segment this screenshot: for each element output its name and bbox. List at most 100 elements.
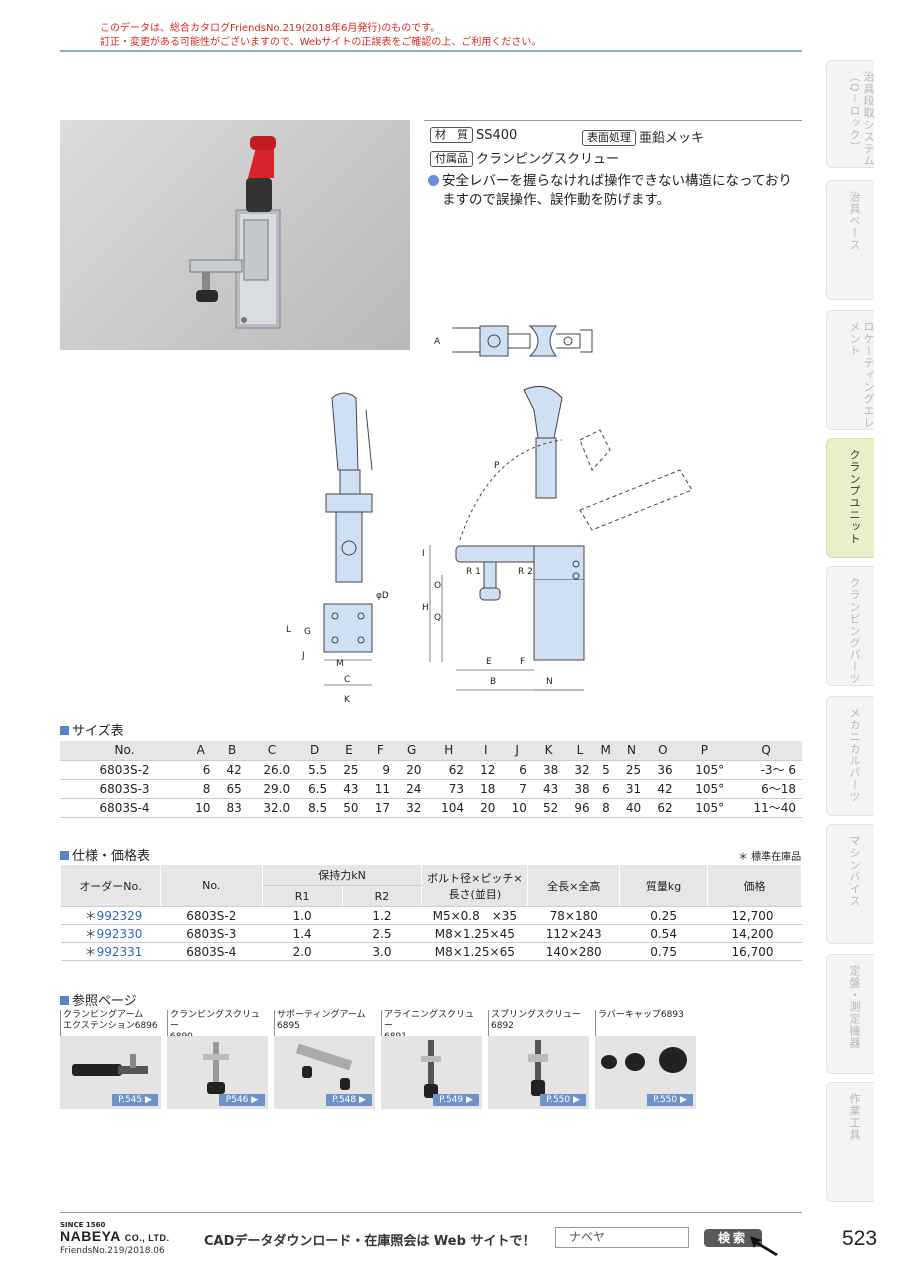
footer-rule (60, 1212, 802, 1213)
tab-work-tools[interactable]: 作業工具 (826, 1082, 874, 1202)
order-no-link[interactable]: ＊992331 (60, 942, 161, 961)
cell: 105° (678, 779, 731, 799)
tab-clamp-unit[interactable]: クランプユニット (826, 438, 874, 558)
cell-r2: 3.0 (342, 942, 422, 961)
spec-rule (424, 120, 802, 121)
square-icon (60, 996, 69, 1005)
search-button[interactable]: 検索 (704, 1229, 762, 1247)
tab-jig-setup[interactable]: 治具段取システム（Q－ロック） (826, 60, 875, 168)
cell: 6 (185, 760, 217, 780)
cell-weight: 0.25 (619, 906, 708, 925)
ref-card-aligning-screw[interactable]: アライニングスクリュー6891 P.549 ▶ (381, 1010, 482, 1109)
header-H: H (427, 741, 471, 761)
header-weight: 質量kg (619, 864, 709, 907)
header-O: O (647, 741, 679, 761)
cell: 7 (501, 779, 533, 799)
ref-label: アライニングスクリュー6891 (381, 1010, 482, 1042)
ref-label: ラバーキャップ6893 (595, 1010, 696, 1036)
tab-label: クランプユニット (848, 449, 861, 545)
cell: 18 (470, 779, 502, 799)
header-C: C (247, 741, 297, 761)
label-R1: R 1 (466, 567, 481, 577)
cell: 36 (647, 760, 679, 780)
cell-size: 112×243 (527, 924, 620, 943)
cell-no: 6803S-2 (60, 760, 185, 780)
page-link[interactable]: P546 ▶ (219, 1094, 265, 1106)
feature-line-2: ますので誤操作、誤作動を防げます。 (442, 192, 671, 208)
cell: 32 (395, 798, 428, 818)
price-table: オーダーNo. No. 保持力kN ボルト径×ピッチ×長さ(並目) 全長×全高 … (60, 864, 802, 961)
tab-label: マシンバイス (848, 835, 861, 907)
cell: 9 (364, 760, 396, 780)
size-table-title: サイズ表 (72, 724, 124, 739)
order-no: 992329 (96, 909, 143, 923)
cell: 11〜40 (730, 798, 802, 818)
tab-clamping-parts[interactable]: クランピングパーツ (826, 566, 874, 686)
cell: 17 (364, 798, 396, 818)
page-link[interactable]: P.550 ▶ (540, 1094, 586, 1106)
accessory-spec: 付属品クランピングスクリュー (430, 148, 619, 167)
page-link[interactable]: P.548 ▶ (326, 1094, 372, 1106)
header-order-no: オーダーNo. (60, 864, 161, 907)
tab-label: 治具段取システム（Q－ロック） (848, 71, 875, 167)
ref-card-rubber-cap[interactable]: ラバーキャップ6893 P.550 ▶ (595, 1010, 696, 1109)
tab-machine-vise[interactable]: マシンバイス (826, 824, 874, 944)
cell-bolt: M8×1.25×45 (421, 924, 528, 943)
label-N: N (546, 677, 553, 687)
cell: 43 (532, 779, 565, 799)
label-C: C (344, 675, 350, 685)
product-photo (60, 120, 410, 350)
cell: 83 (216, 798, 248, 818)
header-size: 全長×全高 (527, 864, 621, 907)
table-row: 6803S-3 8 65 29.0 6.5 43 11 24 73 18 7 4… (60, 779, 802, 799)
page-link[interactable]: P.545 ▶ (112, 1094, 158, 1106)
price-table-subheader-row: R1 R2 (61, 885, 802, 907)
order-no-link[interactable]: ＊992330 (60, 924, 161, 943)
ref-name-2: 6895 (277, 1021, 300, 1031)
cell-size: 78×180 (527, 906, 620, 925)
toggle-clamp-image (189, 136, 281, 329)
tab-mechanical-parts[interactable]: メカニカルパーツ (826, 696, 874, 816)
search-input[interactable]: ナベヤ (555, 1227, 689, 1248)
refs-title: 参照ページ (72, 994, 137, 1009)
page-link[interactable]: P.550 ▶ (647, 1094, 693, 1106)
cell: 26.0 (247, 760, 297, 780)
table-row: ＊992331 6803S-4 2.0 3.0 M8×1.25×65 140×2… (60, 942, 802, 961)
feature-text: 安全レバーを握らなければ操作できない構造になっており ますので誤操作、誤作動を防… (428, 172, 808, 210)
page-link[interactable]: P.549 ▶ (433, 1094, 479, 1106)
tab-surface-plate[interactable]: 定盤・測定機器 (826, 954, 874, 1074)
order-no-link[interactable]: ＊992329 (60, 906, 161, 925)
tab-jig-base[interactable]: 治具ベース (826, 180, 874, 300)
label-I: I (422, 549, 425, 559)
label-A: A (434, 337, 441, 347)
label-B: B (490, 677, 496, 687)
price-table-title: 仕様・価格表 (72, 849, 151, 864)
cell: 104 (427, 798, 471, 818)
size-table-heading: サイズ表 (60, 720, 124, 739)
header-N: N (615, 741, 648, 761)
surface-spec: 表面処理亜鉛メッキ (582, 127, 704, 146)
ref-card-arm-extension[interactable]: クランピングアームエクステンション6896 P.545 ▶ (60, 1010, 161, 1109)
dimension-lines (324, 545, 584, 691)
ref-card-clamping-screw[interactable]: クランピングスクリュー6890 P546 ▶ (167, 1010, 268, 1109)
cell: 52 (532, 798, 565, 818)
notice-line-2: 訂正・変更がある可能性がございますので、Webサイトの正誤表をご確認の上、ご利用… (100, 37, 542, 48)
tab-label: メカニカルパーツ (848, 707, 861, 803)
cell-no: 6803S-3 (60, 779, 185, 799)
cell: 42 (216, 760, 248, 780)
cell: 10 (501, 798, 533, 818)
header-bolt: ボルト径×ピッチ×長さ(並目) (421, 864, 529, 907)
cell: -3〜 6 (730, 760, 802, 780)
page-number: 523 (842, 1227, 878, 1250)
cell-no: 6803S-4 (60, 798, 185, 818)
cell-price: 14,200 (707, 924, 802, 943)
tab-label: 治具ベース (848, 191, 861, 251)
table-row: ＊992330 6803S-3 1.4 2.5 M8×1.25×45 112×2… (60, 924, 802, 943)
cell: 31 (615, 779, 648, 799)
cell: 105° (678, 760, 731, 780)
tab-locating-element[interactable]: ロケーティングエレメント (826, 310, 875, 430)
cell: 32.0 (247, 798, 297, 818)
cell: 32 (564, 760, 596, 780)
